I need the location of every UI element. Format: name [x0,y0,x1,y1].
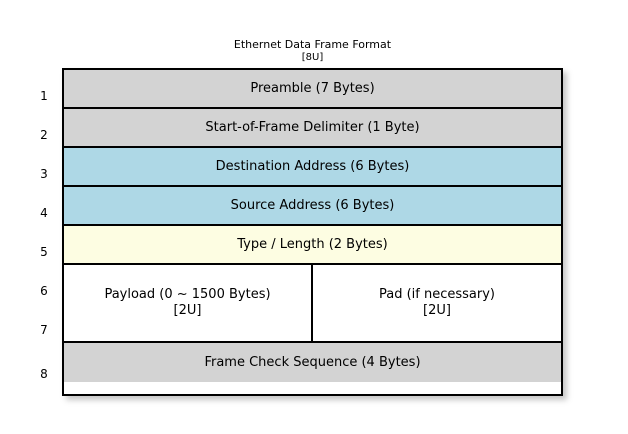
row-number-6: 6 [40,284,48,298]
frame-field-payload-pad-row: Payload (0 ~ 1500 Bytes) [2U] Pad (if ne… [64,265,561,343]
diagram-title-block: Ethernet Data Frame Format [8U] [62,38,563,64]
frame-field-pad-text: Pad (if necessary) [2U] [379,287,495,319]
row-number-2: 2 [40,128,48,142]
frame-field-payload-note: [2U] [173,303,202,318]
frame-field-type-length[interactable]: Type / Length (2 Bytes) [64,226,561,265]
row-number-8: 8 [40,367,48,381]
diagram-title-note: [8U] [301,52,324,63]
frame-field-source-address-label: Source Address (6 Bytes) [230,197,395,213]
frame-field-source-address[interactable]: Source Address (6 Bytes) [64,187,561,226]
frame-field-pad-note: [2U] [423,303,451,318]
row-number-5: 5 [40,245,48,259]
row-number-gutter: 1 2 3 4 5 6 7 8 [30,68,58,396]
frame-field-preamble[interactable]: Preamble (7 Bytes) [64,70,561,109]
frame-field-frame-check-sequence[interactable]: Frame Check Sequence (4 Bytes) [64,343,561,382]
frame-table: Preamble (7 Bytes) Start-of-Frame Delimi… [62,68,563,396]
row-number-4: 4 [40,206,48,220]
frame-field-pad-label: Pad (if necessary) [378,287,495,302]
frame-field-destination-address-label: Destination Address (6 Bytes) [215,158,410,174]
frame-field-payload-label: Payload (0 ~ 1500 Bytes) [104,287,271,302]
row-number-3: 3 [40,167,48,181]
frame-field-preamble-label: Preamble (7 Bytes) [250,80,375,96]
frame-field-payload-text: Payload (0 ~ 1500 Bytes) [2U] [104,287,270,319]
frame-table-wrapper: Preamble (7 Bytes) Start-of-Frame Delimi… [62,68,567,400]
frame-field-sfd[interactable]: Start-of-Frame Delimiter (1 Byte) [64,109,561,148]
frame-field-sfd-label: Start-of-Frame Delimiter (1 Byte) [205,119,420,135]
diagram-title: Ethernet Data Frame Format [233,38,392,51]
frame-field-type-length-label: Type / Length (2 Bytes) [237,236,388,252]
row-number-7: 7 [40,323,48,337]
frame-field-frame-check-sequence-label: Frame Check Sequence (4 Bytes) [204,354,421,370]
frame-field-destination-address[interactable]: Destination Address (6 Bytes) [64,148,561,187]
row-number-1: 1 [40,89,48,103]
frame-field-payload[interactable]: Payload (0 ~ 1500 Bytes) [2U] [64,265,313,341]
frame-field-pad[interactable]: Pad (if necessary) [2U] [313,265,561,341]
